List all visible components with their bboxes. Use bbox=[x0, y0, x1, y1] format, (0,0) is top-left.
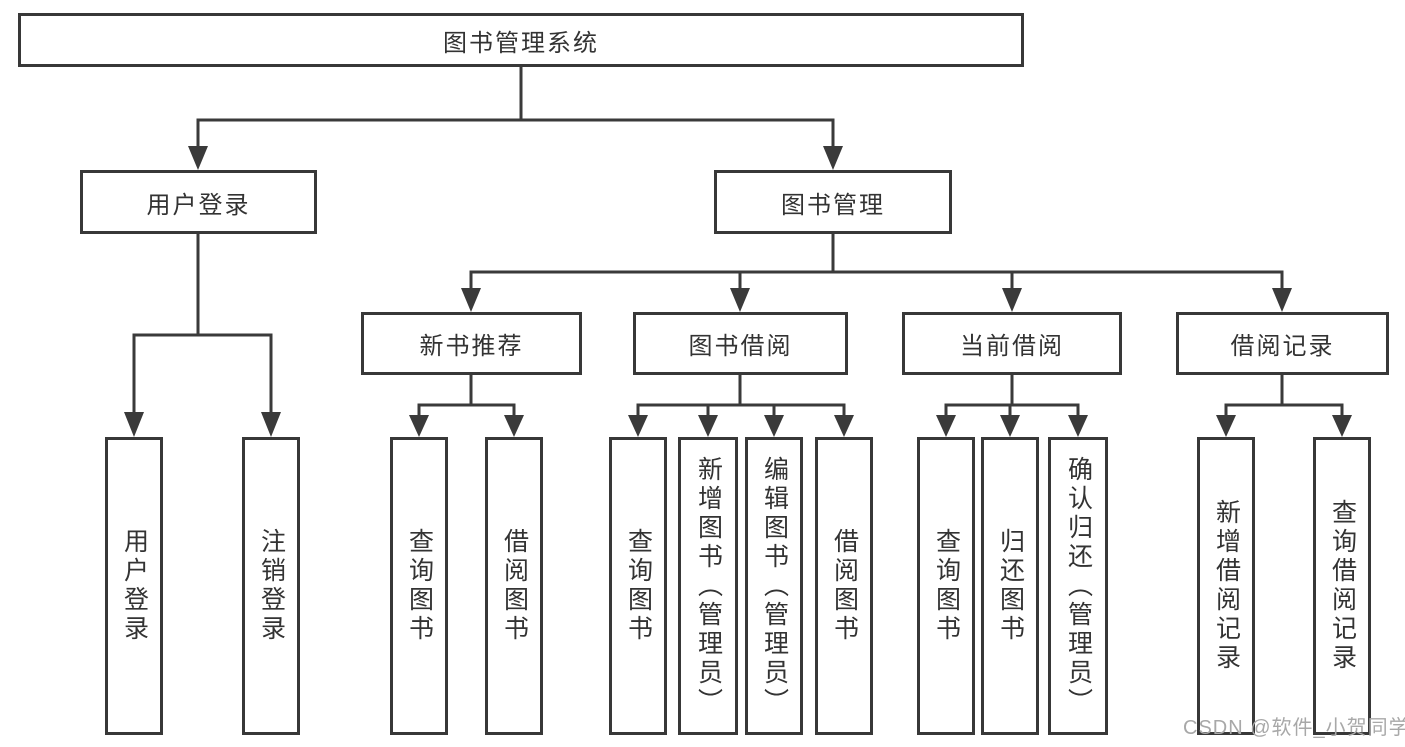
leaf-logout: 注销登录 bbox=[242, 437, 300, 735]
connector-new-books bbox=[409, 373, 524, 437]
node-current-borrow: 当前借阅 bbox=[902, 312, 1122, 375]
connector-user-login bbox=[124, 232, 281, 437]
leaf-borrow-book: 借阅图书 bbox=[815, 437, 873, 735]
node-root-title: 图书管理系统 bbox=[18, 13, 1024, 67]
node-new-books: 新书推荐 bbox=[361, 312, 582, 375]
leaf-records-query: 查询借阅记录 bbox=[1313, 437, 1371, 735]
node-book-borrow: 图书借阅 bbox=[633, 312, 848, 375]
leaf-borrow-query: 查询图书 bbox=[609, 437, 667, 735]
connector-book-borrow bbox=[628, 373, 854, 437]
leaf-borrow-edit-book: 编辑图书（管理员） bbox=[745, 437, 803, 735]
connector-current-borrow bbox=[936, 373, 1088, 437]
leaf-records-add: 新增借阅记录 bbox=[1197, 437, 1255, 735]
node-borrow-records: 借阅记录 bbox=[1176, 312, 1389, 375]
leaf-current-return: 归还图书 bbox=[981, 437, 1039, 735]
leaf-newbooks-query: 查询图书 bbox=[390, 437, 448, 735]
leaf-newbooks-borrow: 借阅图书 bbox=[485, 437, 543, 735]
connector-root bbox=[188, 65, 843, 170]
node-book-mgmt: 图书管理 bbox=[714, 170, 952, 234]
leaf-current-query: 查询图书 bbox=[917, 437, 975, 735]
connector-borrow-records bbox=[1216, 373, 1352, 437]
connector-book-mgmt bbox=[461, 232, 1292, 312]
leaf-borrow-add-book: 新增图书（管理员） bbox=[678, 437, 738, 735]
leaf-user-login: 用户登录 bbox=[105, 437, 163, 735]
node-user-login: 用户登录 bbox=[80, 170, 317, 234]
leaf-current-confirm-return: 确认归还（管理员） bbox=[1048, 437, 1108, 735]
csdn-watermark: CSDN @软件_小贺同学 bbox=[1183, 717, 1405, 739]
